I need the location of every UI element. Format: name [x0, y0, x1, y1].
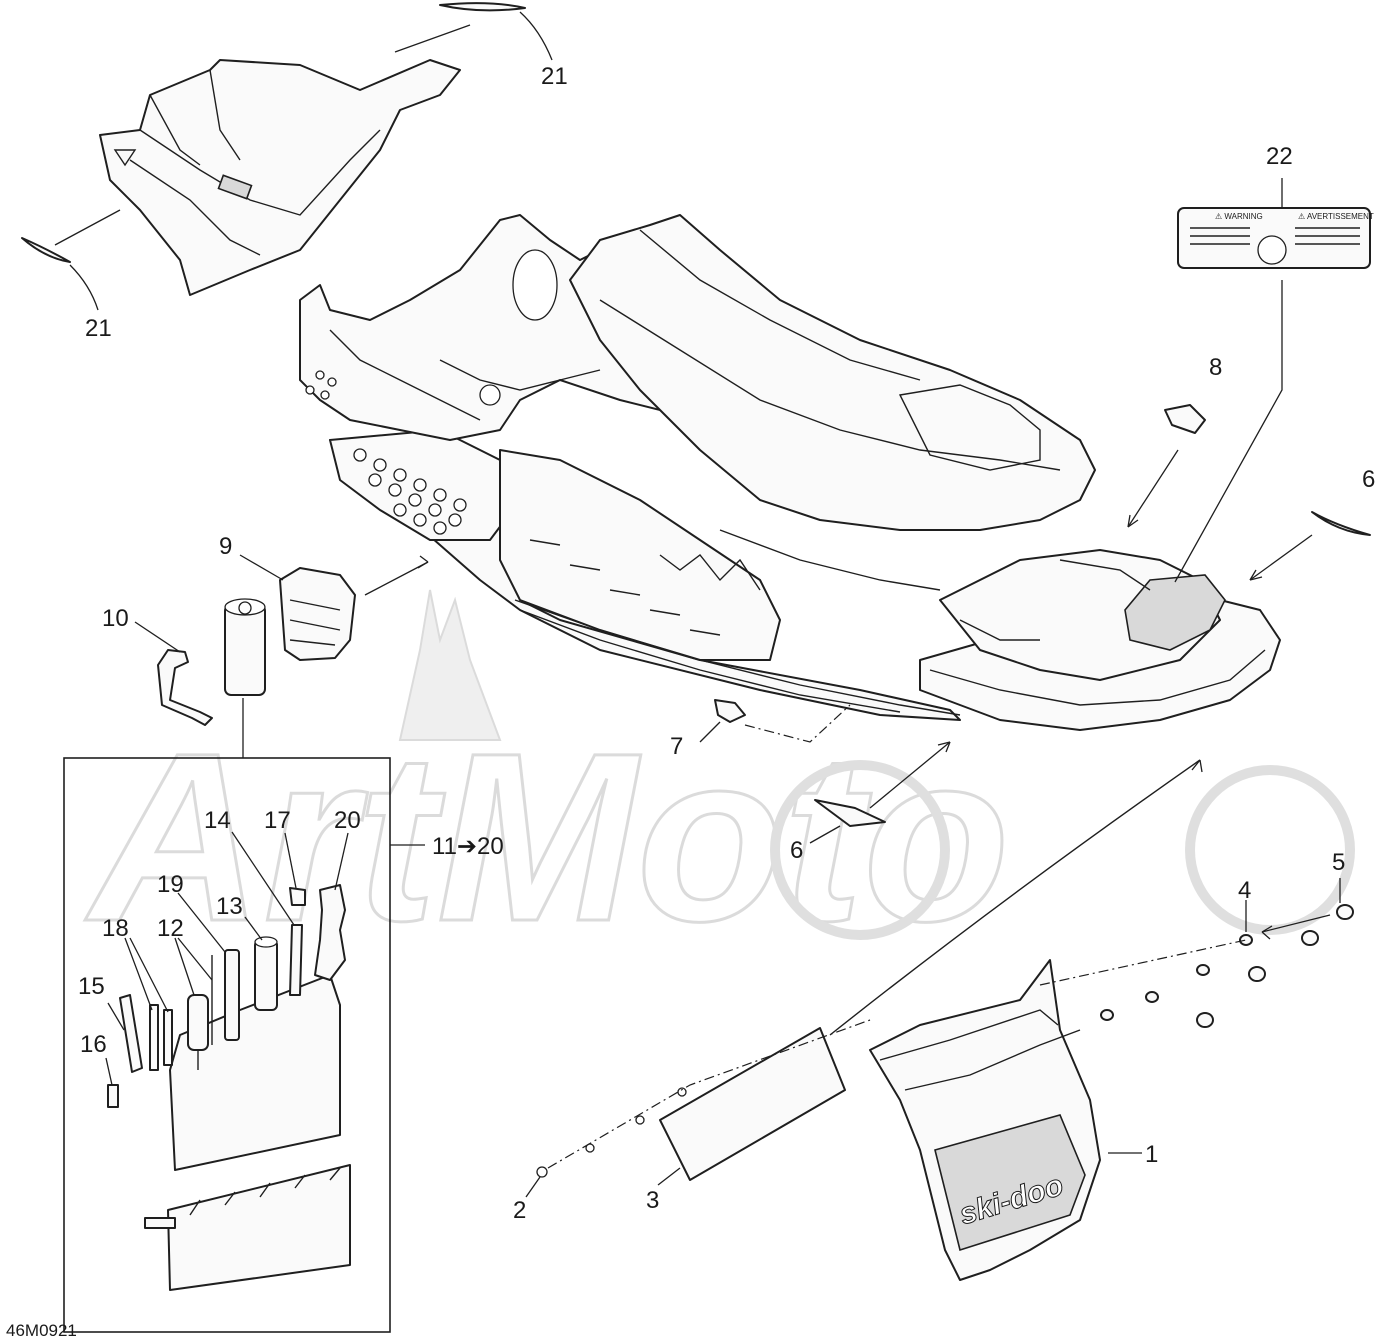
- callout-7: 7: [670, 733, 683, 760]
- plate-part-3: [659, 1027, 846, 1181]
- callout-21-top: 21: [541, 63, 568, 90]
- front-console-part-21: [99, 59, 461, 296]
- tool-tube: [224, 598, 266, 696]
- clip-part-8: [1164, 404, 1206, 434]
- callout-11-to-20: 11➔20: [432, 833, 504, 860]
- callout-2: 2: [513, 1197, 526, 1224]
- callout-14: 14: [204, 807, 231, 834]
- watermark: ArtMoto: [84, 589, 1355, 973]
- clip-part-7: [714, 699, 746, 723]
- callout-labels: 1 2 3 4 5 6 6 7 8 9 10 11➔20 12 13 14 15…: [78, 63, 1375, 1224]
- tool-pouch: [144, 974, 351, 1291]
- tool-18-screwdriver: [149, 1004, 173, 1071]
- callout-6-rear: 6: [1362, 466, 1375, 493]
- toolkit-frame: [63, 757, 391, 1333]
- washers-part-2: [536, 1087, 687, 1178]
- callout-17: 17: [264, 807, 291, 834]
- callout-19: 19: [157, 871, 184, 898]
- decal-21-top: [439, 2, 526, 12]
- strap-part-10: [157, 649, 213, 726]
- decal-6-rear: [1311, 511, 1371, 536]
- callout-5: 5: [1332, 849, 1345, 876]
- fasteners-part-4: [1100, 934, 1253, 1021]
- callout-22: 22: [1266, 143, 1293, 170]
- seat: [569, 214, 1096, 591]
- diagram-code: 46M0921: [6, 1321, 77, 1340]
- callout-6-side: 6: [790, 837, 803, 864]
- tool-19-socket: [224, 949, 240, 1041]
- warning-decal-part-22: ⚠ WARNING ⚠ AVERTISSEMENT: [1177, 207, 1374, 269]
- tool-16-clip: [107, 1084, 119, 1108]
- callout-3: 3: [646, 1187, 659, 1214]
- tool-14-wrench: [289, 924, 303, 996]
- tool-17-clip: [289, 887, 306, 906]
- callout-1: 1: [1145, 1141, 1158, 1168]
- callout-13: 13: [216, 893, 243, 920]
- fasteners-part-5: [1196, 904, 1354, 1028]
- callout-12: 12: [157, 915, 184, 942]
- callout-9: 9: [219, 533, 232, 560]
- callout-4: 4: [1238, 877, 1251, 904]
- callout-16: 16: [80, 1031, 107, 1058]
- callout-18: 18: [102, 915, 129, 942]
- callout-21-side: 21: [85, 315, 112, 342]
- bracket-part-9: [279, 567, 356, 661]
- tool-15-lever: [119, 994, 143, 1073]
- callout-10: 10: [102, 605, 129, 632]
- tool-13-spark-plug-socket: [254, 936, 278, 1011]
- tool-20-wrench: [314, 884, 346, 981]
- decal-heading-fr: ⚠ AVERTISSEMENT: [1298, 212, 1374, 221]
- mudflap-part-1: ski-doo: [869, 959, 1101, 1281]
- decal-heading-en: ⚠ WARNING: [1215, 212, 1263, 221]
- callout-15: 15: [78, 973, 105, 1000]
- watermark-text: ArtMoto: [85, 703, 1010, 971]
- callout-20: 20: [334, 807, 361, 834]
- tool-12-screwdriver: [187, 955, 213, 1070]
- decal-6-side: [814, 799, 886, 827]
- callout-8: 8: [1209, 354, 1222, 381]
- decal-21-side: [21, 237, 71, 263]
- footrest-holes: [353, 448, 467, 535]
